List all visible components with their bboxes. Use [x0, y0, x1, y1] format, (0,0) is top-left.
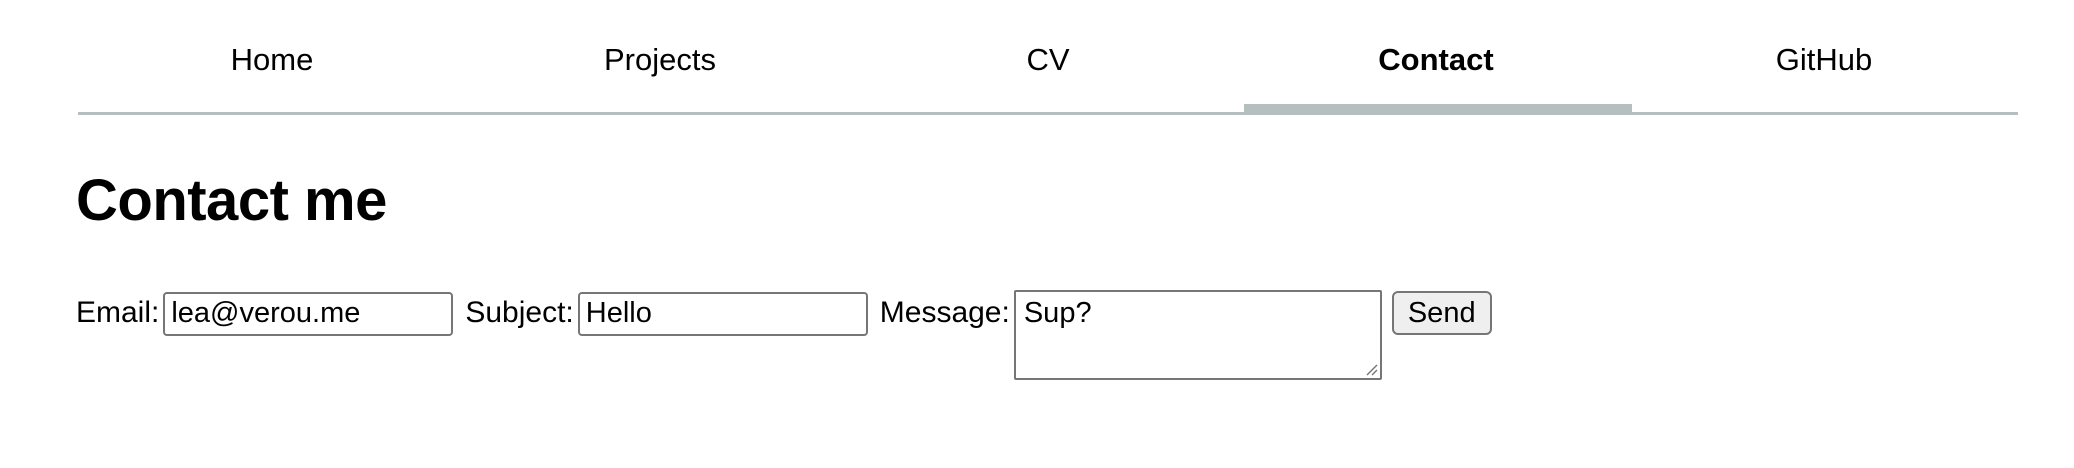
contact-form: Email: Subject: Message: Sup? Send — [76, 290, 1492, 400]
message-label: Message: — [879, 296, 1010, 329]
nav-item-cv[interactable]: CV — [854, 0, 1242, 118]
message-field-wrapper: Sup? — [1013, 290, 1382, 380]
nav-active-indicator — [1244, 104, 1632, 115]
email-label: Email: — [76, 296, 160, 329]
email-input[interactable] — [163, 291, 454, 336]
nav-link-projects[interactable]: Projects — [604, 42, 716, 77]
nav-link-contact[interactable]: Contact — [1378, 42, 1494, 77]
nav-item-projects[interactable]: Projects — [466, 0, 854, 118]
nav-item-github[interactable]: GitHub — [1630, 0, 2018, 118]
subject-label: Subject: — [465, 296, 574, 329]
main-navigation: Home Projects CV Contact GitHub — [78, 0, 2018, 118]
nav-item-contact[interactable]: Contact — [1242, 0, 1630, 118]
nav-link-cv[interactable]: CV — [1026, 42, 1070, 77]
send-button[interactable]: Send — [1391, 291, 1492, 335]
nav-bottom-rule — [78, 112, 2018, 115]
nav-link-home[interactable]: Home — [230, 42, 314, 77]
subject-input[interactable] — [577, 291, 868, 336]
page-title: Contact me — [76, 168, 387, 233]
nav-item-home[interactable]: Home — [78, 0, 466, 118]
nav-link-github[interactable]: GitHub — [1775, 42, 1873, 77]
message-textarea[interactable]: Sup? — [1013, 290, 1382, 380]
nav-list: Home Projects CV Contact GitHub — [78, 0, 2018, 118]
